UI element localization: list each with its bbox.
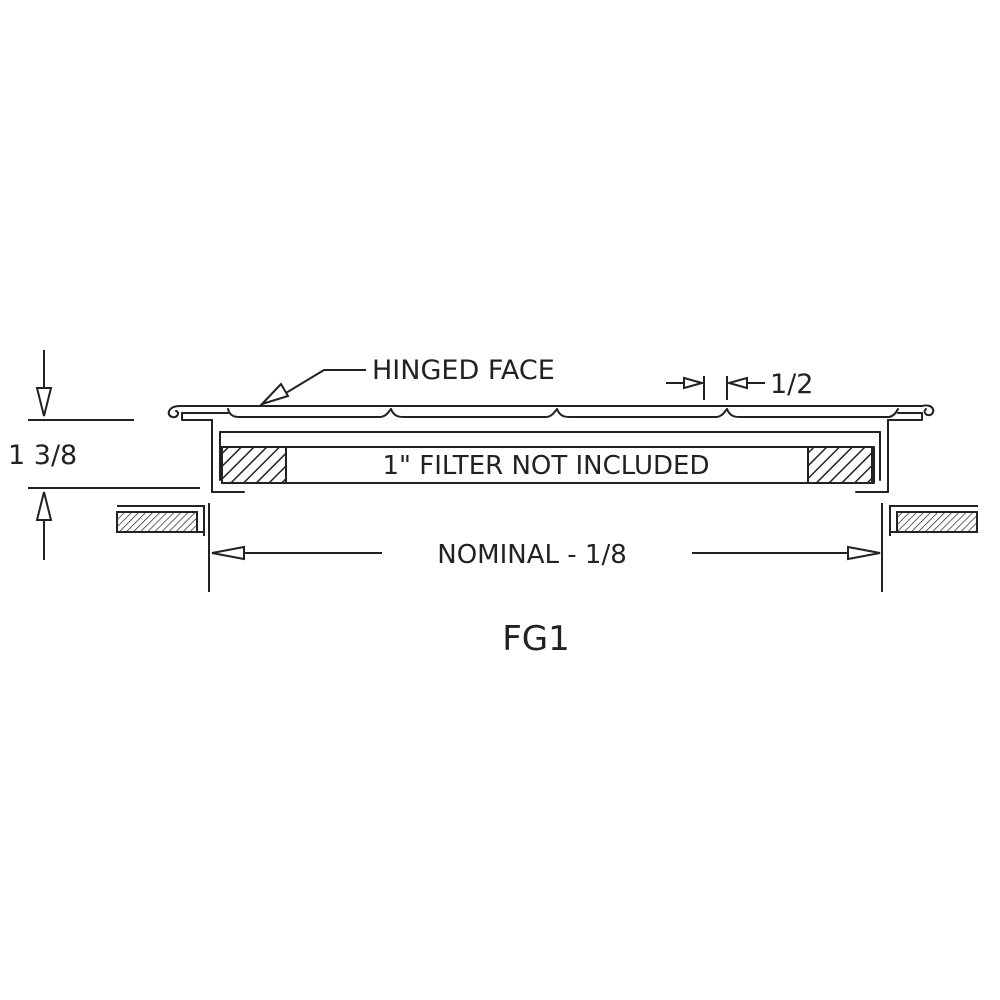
filter-hatch-right <box>807 446 873 484</box>
hinged-face-label: HINGED FACE <box>372 355 555 386</box>
gap-label: 1/2 <box>770 369 813 400</box>
filter-hatch-left <box>221 446 287 484</box>
height-dimension <box>28 350 200 560</box>
filter-label: 1" FILTER NOT INCLUDED <box>383 451 710 481</box>
nominal-label: NOMINAL - 1/8 <box>437 540 627 570</box>
hinged-face-leader <box>258 369 366 407</box>
hinged-face-plate <box>167 404 935 421</box>
height-label: 1 3/8 <box>8 440 77 471</box>
nominal-dimension <box>208 503 883 592</box>
filter-frame <box>211 419 889 493</box>
wall-section-left <box>116 505 205 536</box>
gap-dimension <box>666 376 765 400</box>
model-label: FG1 <box>502 619 570 659</box>
wall-section-right <box>889 505 978 536</box>
